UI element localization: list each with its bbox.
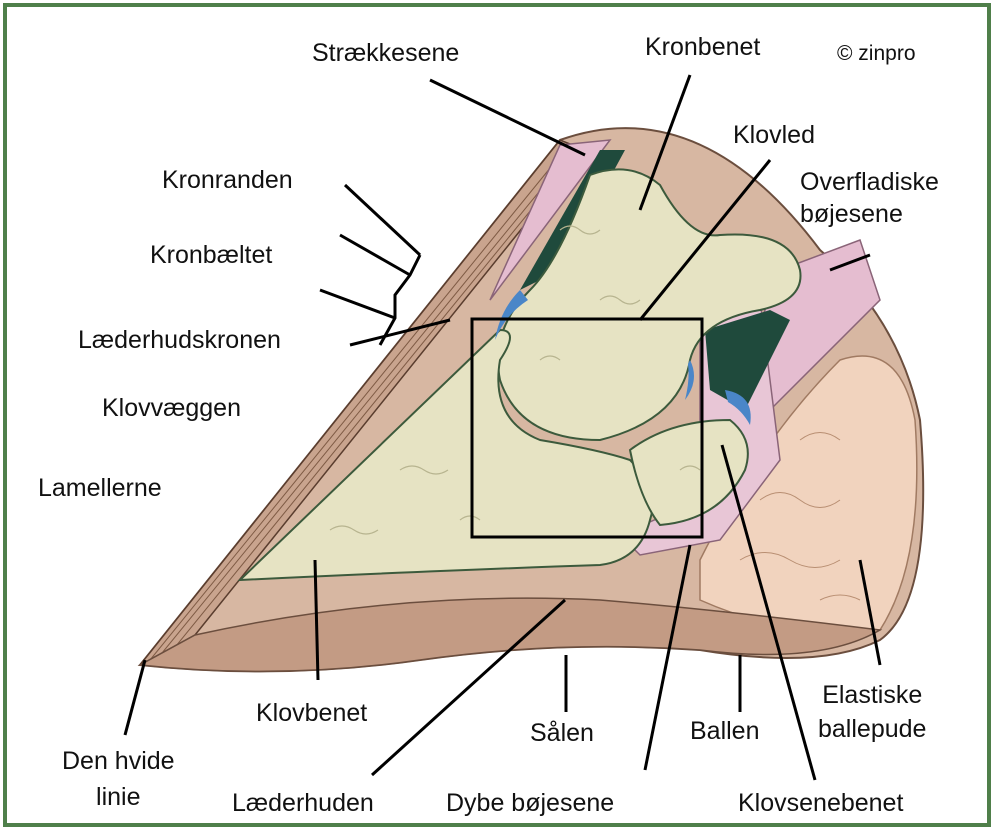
label-straekkesene: Strækkesene [312,38,459,68]
label-klovbenet: Klovbenet [256,698,367,728]
copyright-text: © zinpro [837,42,916,66]
label-dybe-bojesene: Dybe bøjesene [446,788,614,818]
label-klovvaeggen: Klovvæggen [102,393,241,423]
label-kronbenet: Kronbenet [645,32,760,62]
label-kronranden: Kronranden [162,165,293,195]
label-saalen: Sålen [530,718,594,748]
label-overfladiske-bojesene: Overfladiske bøjesene [800,166,939,230]
label-laederhuden: Læderhuden [232,788,374,818]
label-klovled: Klovled [733,120,815,150]
label-elastiske-ballepude: Elastiske ballepude [818,678,926,746]
label-laederhudskronen: Læderhudskronen [78,325,281,355]
label-kronbaeltet: Kronbæltet [150,240,272,270]
label-den-hvide-linie: Den hvide linie [62,743,175,815]
label-ballen: Ballen [690,716,760,746]
label-lamellerne: Lamellerne [38,473,162,503]
label-klovsenebenet: Klovsenebenet [738,788,903,818]
